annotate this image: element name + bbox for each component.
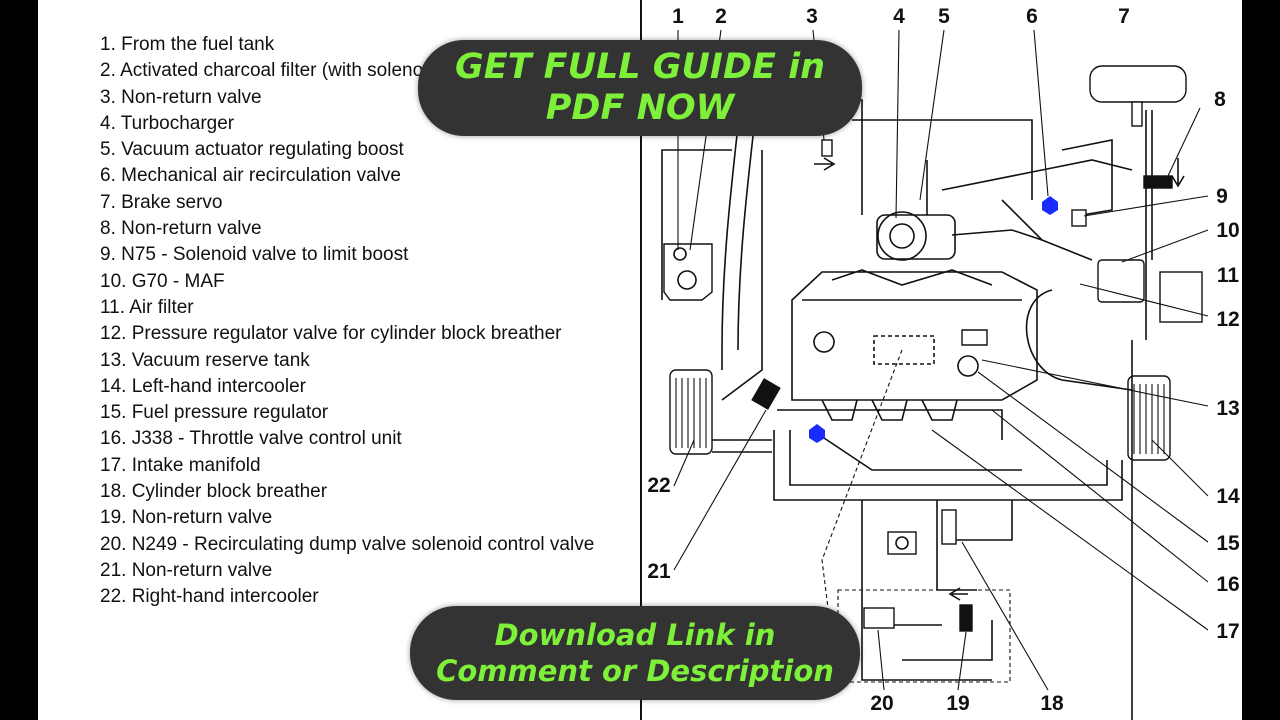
callout-17: 17 [1216,620,1239,643]
callout-22: 22 [647,474,670,497]
legend-item: 22. Right-hand intercooler [100,586,319,608]
legend-item: 19. Non-return valve [100,507,273,529]
legend-item: 3. Non-return valve [100,86,262,108]
legend-item: 21. Non-return valve [100,559,273,581]
banner-line: Comment or Description [436,654,834,688]
legend-item: 18. Cylinder block breather [100,481,328,503]
hoses [661,89,1153,720]
legend-item: 1. From the fuel tank [100,34,275,55]
callout-5: 5 [938,5,950,28]
legend-item: 17. Intake manifold [100,454,261,476]
component-legend: 1. From the fuel tank 2. Activated charc… [100,32,680,611]
legend-item: 14. Left-hand intercooler [100,375,306,397]
callout-21: 21 [647,560,671,583]
legend-item: 20. N249 - Recirculating dump valve sole… [100,533,595,555]
callout-numbers: 1 2 3 4 5 6 7 8 9 10 11 12 13 14 15 16 1… [647,5,1240,715]
callout-14: 14 [1216,485,1240,508]
air-filter [1097,259,1203,323]
callout-20: 20 [870,692,893,715]
callout-2: 2 [715,5,727,28]
legend-item: 8. Non-return valve [100,218,262,240]
callout-3: 3 [806,5,818,28]
flow-arrows [814,157,1185,601]
callout-19: 19 [946,692,969,715]
engine-block [791,269,1038,421]
callout-16: 16 [1216,573,1239,596]
legend-item: 10. G70 - MAF [100,270,225,292]
get-guide-banner[interactable]: GET FULL GUIDE in PDF NOW [418,40,862,136]
callout-6: 6 [1026,5,1038,28]
callout-1: 1 [672,5,684,28]
legend-item: 5. Vacuum actuator regulating boost [100,139,404,161]
banner-line: GET FULL GUIDE in [454,47,826,87]
banner-line: Download Link in [494,618,776,652]
legend-item: 6. Mechanical air recirculation valve [100,165,401,187]
charcoal-filter [663,243,713,301]
engine-vacuum-diagram: 1 2 3 4 5 6 7 8 9 10 11 12 13 14 15 16 1… [640,0,1242,720]
legend-item: 11. Air filter [100,296,194,318]
turbocharger [876,211,956,261]
legend-item: 7. Brake servo [100,191,223,213]
legend-item: 15. Fuel pressure regulator [100,402,329,424]
callout-8: 8 [1214,88,1226,111]
right-hand-intercooler [669,369,713,455]
callout-13: 13 [1216,397,1239,420]
legend-item: 4. Turbocharger [100,112,235,134]
legend-item: 16. J338 - Throttle valve control unit [100,428,402,450]
callout-15: 15 [1216,532,1240,555]
callout-12: 12 [1216,308,1239,331]
legend-item: 9. N75 - Solenoid valve to limit boost [100,244,409,266]
blue-valves [809,196,1058,443]
banner-line: PDF NOW [545,88,735,128]
callout-7: 7 [1118,5,1130,28]
callout-4: 4 [893,5,905,28]
callout-10: 10 [1216,219,1239,242]
callout-11: 11 [1217,264,1240,287]
brake-servo [1089,65,1187,127]
left-hand-intercooler [1127,375,1171,461]
legend-item: 12. Pressure regulator valve for cylinde… [100,323,562,345]
callout-18: 18 [1040,692,1064,715]
legend-item: 13. Vacuum reserve tank [100,349,310,371]
small-components [751,139,1173,683]
download-link-banner[interactable]: Download Link in Comment or Description [410,606,860,700]
callout-9: 9 [1216,185,1228,208]
